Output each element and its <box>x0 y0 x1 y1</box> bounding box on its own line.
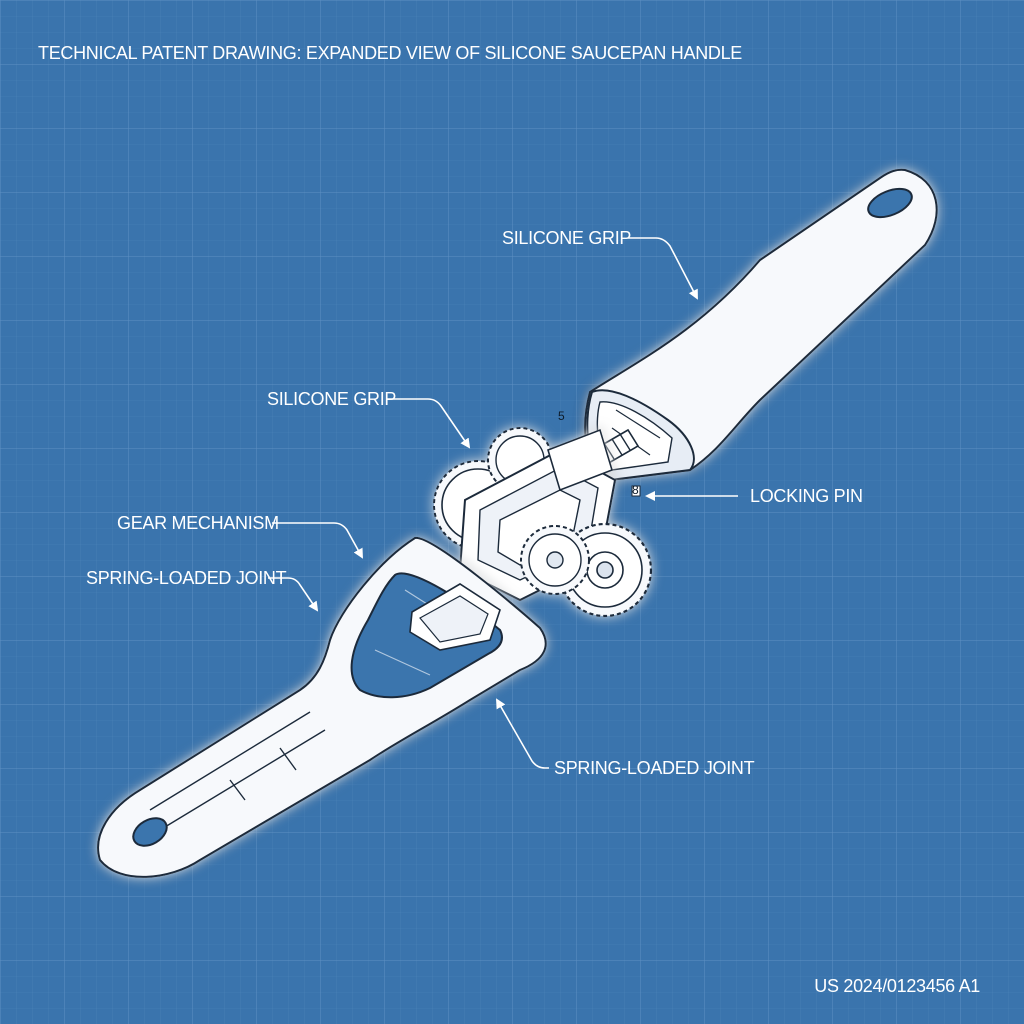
gear-mechanism-part <box>433 427 653 618</box>
callout-gear-mechanism: GEAR MECHANISM <box>117 513 279 533</box>
reference-mark-upper: 5 <box>558 409 565 423</box>
callout-silicone-grip-upper: SILICONE GRIP <box>502 228 632 248</box>
callout-silicone-grip-middle: SILICONE GRIP <box>267 389 397 409</box>
callout-spring-loaded-joint-left: SPRING-LOADED JOINT <box>86 568 287 588</box>
handle-frame-part <box>97 536 547 878</box>
callout-spring-loaded-joint-lower: SPRING-LOADED JOINT <box>554 758 755 778</box>
leader-lines <box>268 237 738 769</box>
drawing-title: TECHNICAL PATENT DRAWING: EXPANDED VIEW … <box>38 43 743 63</box>
leader-spring-loaded-joint-lower <box>496 698 549 769</box>
leader-silicone-grip-upper <box>628 237 698 300</box>
patent-number: US 2024/0123456 A1 <box>814 976 980 996</box>
leader-silicone-grip-middle <box>386 398 471 449</box>
leader-gear-mechanism <box>272 522 363 559</box>
leader-spring-loaded-joint-left <box>268 577 319 612</box>
reference-mark-lower: 8 <box>632 483 639 497</box>
callout-locking-pin: LOCKING PIN <box>750 486 863 506</box>
